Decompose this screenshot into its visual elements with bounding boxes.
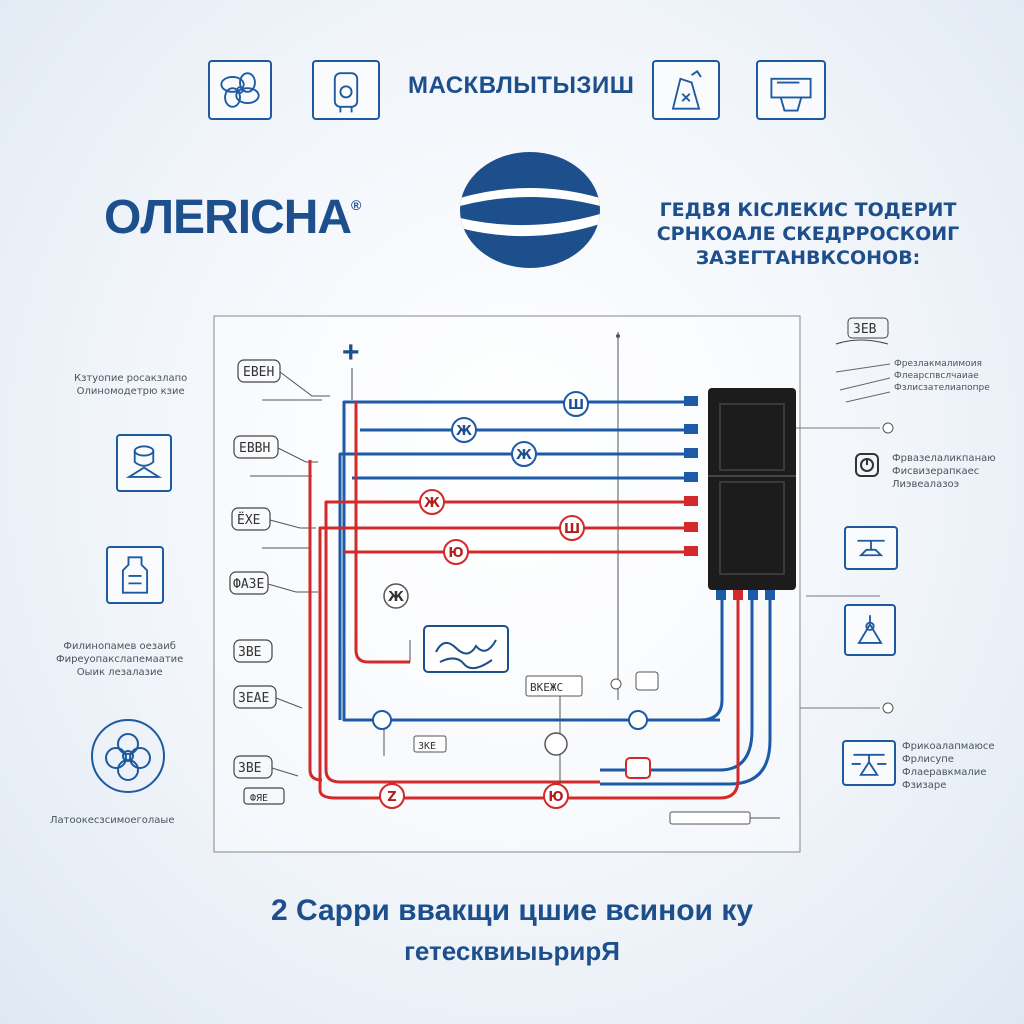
fan-icon: [208, 60, 272, 120]
brand-logo-text: OЛERICHA®: [104, 191, 361, 244]
radiator-icon: [106, 546, 164, 604]
valve-icon: [116, 434, 172, 492]
badge-5: Ш: [564, 522, 580, 537]
badge-8: Z: [387, 790, 396, 805]
pump-icon: [844, 526, 898, 570]
badge-6: Ю: [448, 546, 463, 561]
left-label-box-6: [233, 685, 277, 709]
left-label-box-3: [231, 507, 271, 531]
brand-emblem: [460, 150, 600, 270]
left-label-7: ЗВЕ: [238, 761, 261, 776]
left-label-8: ФЯЕ: [250, 793, 268, 804]
footer-line-2: гетесквиыьрирЯ: [404, 936, 620, 966]
badge-7: Ж: [388, 590, 404, 605]
thermostat-icon: [842, 740, 896, 786]
left-label-1: ЕВЕН: [243, 365, 274, 380]
left-label-3: ЁХЕ: [237, 512, 260, 528]
flower-icon: [88, 716, 168, 796]
left-label-box-8: [243, 787, 285, 805]
left-label-box-4: [229, 571, 269, 595]
tap-icon: [844, 604, 896, 656]
left-label-5: ЗВЕ: [238, 645, 261, 660]
badge-4: Ж: [424, 496, 440, 511]
top-heading: МАСКВЛЫТЫЗИШ: [408, 72, 635, 99]
box-label-1: ВКЕЖС: [530, 681, 563, 694]
footer-line-1: 2 Сарри ввакщи цшие всинои ку: [270, 894, 754, 927]
plus-sign: +: [342, 336, 360, 369]
badge-3: Ж: [516, 448, 532, 463]
appliance-icon: [756, 60, 826, 120]
box-label-2: ЗКЕ: [418, 741, 436, 752]
diagram-frame: [213, 315, 801, 853]
badge-1: Ш: [568, 398, 584, 413]
small-node-2: [628, 710, 648, 730]
left-note-3: Латоокесзсимоеголаые: [50, 815, 175, 826]
heater-icon: [652, 60, 720, 120]
left-label-box-2: [233, 435, 279, 459]
left-label-box-1: [237, 359, 281, 383]
left-label-6: ЗЕАЕ: [238, 691, 269, 706]
tagline: ГЕДВЯ КIСЛЕКИС ТОДЕРИТ СРНКОАЛЕ СКЕДРРОС…: [656, 199, 960, 269]
small-node-3: [544, 732, 568, 756]
power-icon: [854, 452, 880, 478]
boiler-icon: [312, 60, 380, 120]
junction-box: [708, 388, 796, 590]
badge-2: Ж: [456, 424, 472, 439]
left-label-box-5: [233, 639, 273, 663]
small-node-1: [372, 710, 392, 730]
left-label-2: ЕВВН: [239, 441, 270, 456]
badge-9: Ю: [548, 790, 563, 805]
small-node-4: [625, 757, 651, 779]
right-top-label: ЗЕВ: [853, 322, 877, 337]
left-label-box-7: [233, 755, 273, 779]
left-label-4: ФАЗЕ: [233, 577, 264, 592]
